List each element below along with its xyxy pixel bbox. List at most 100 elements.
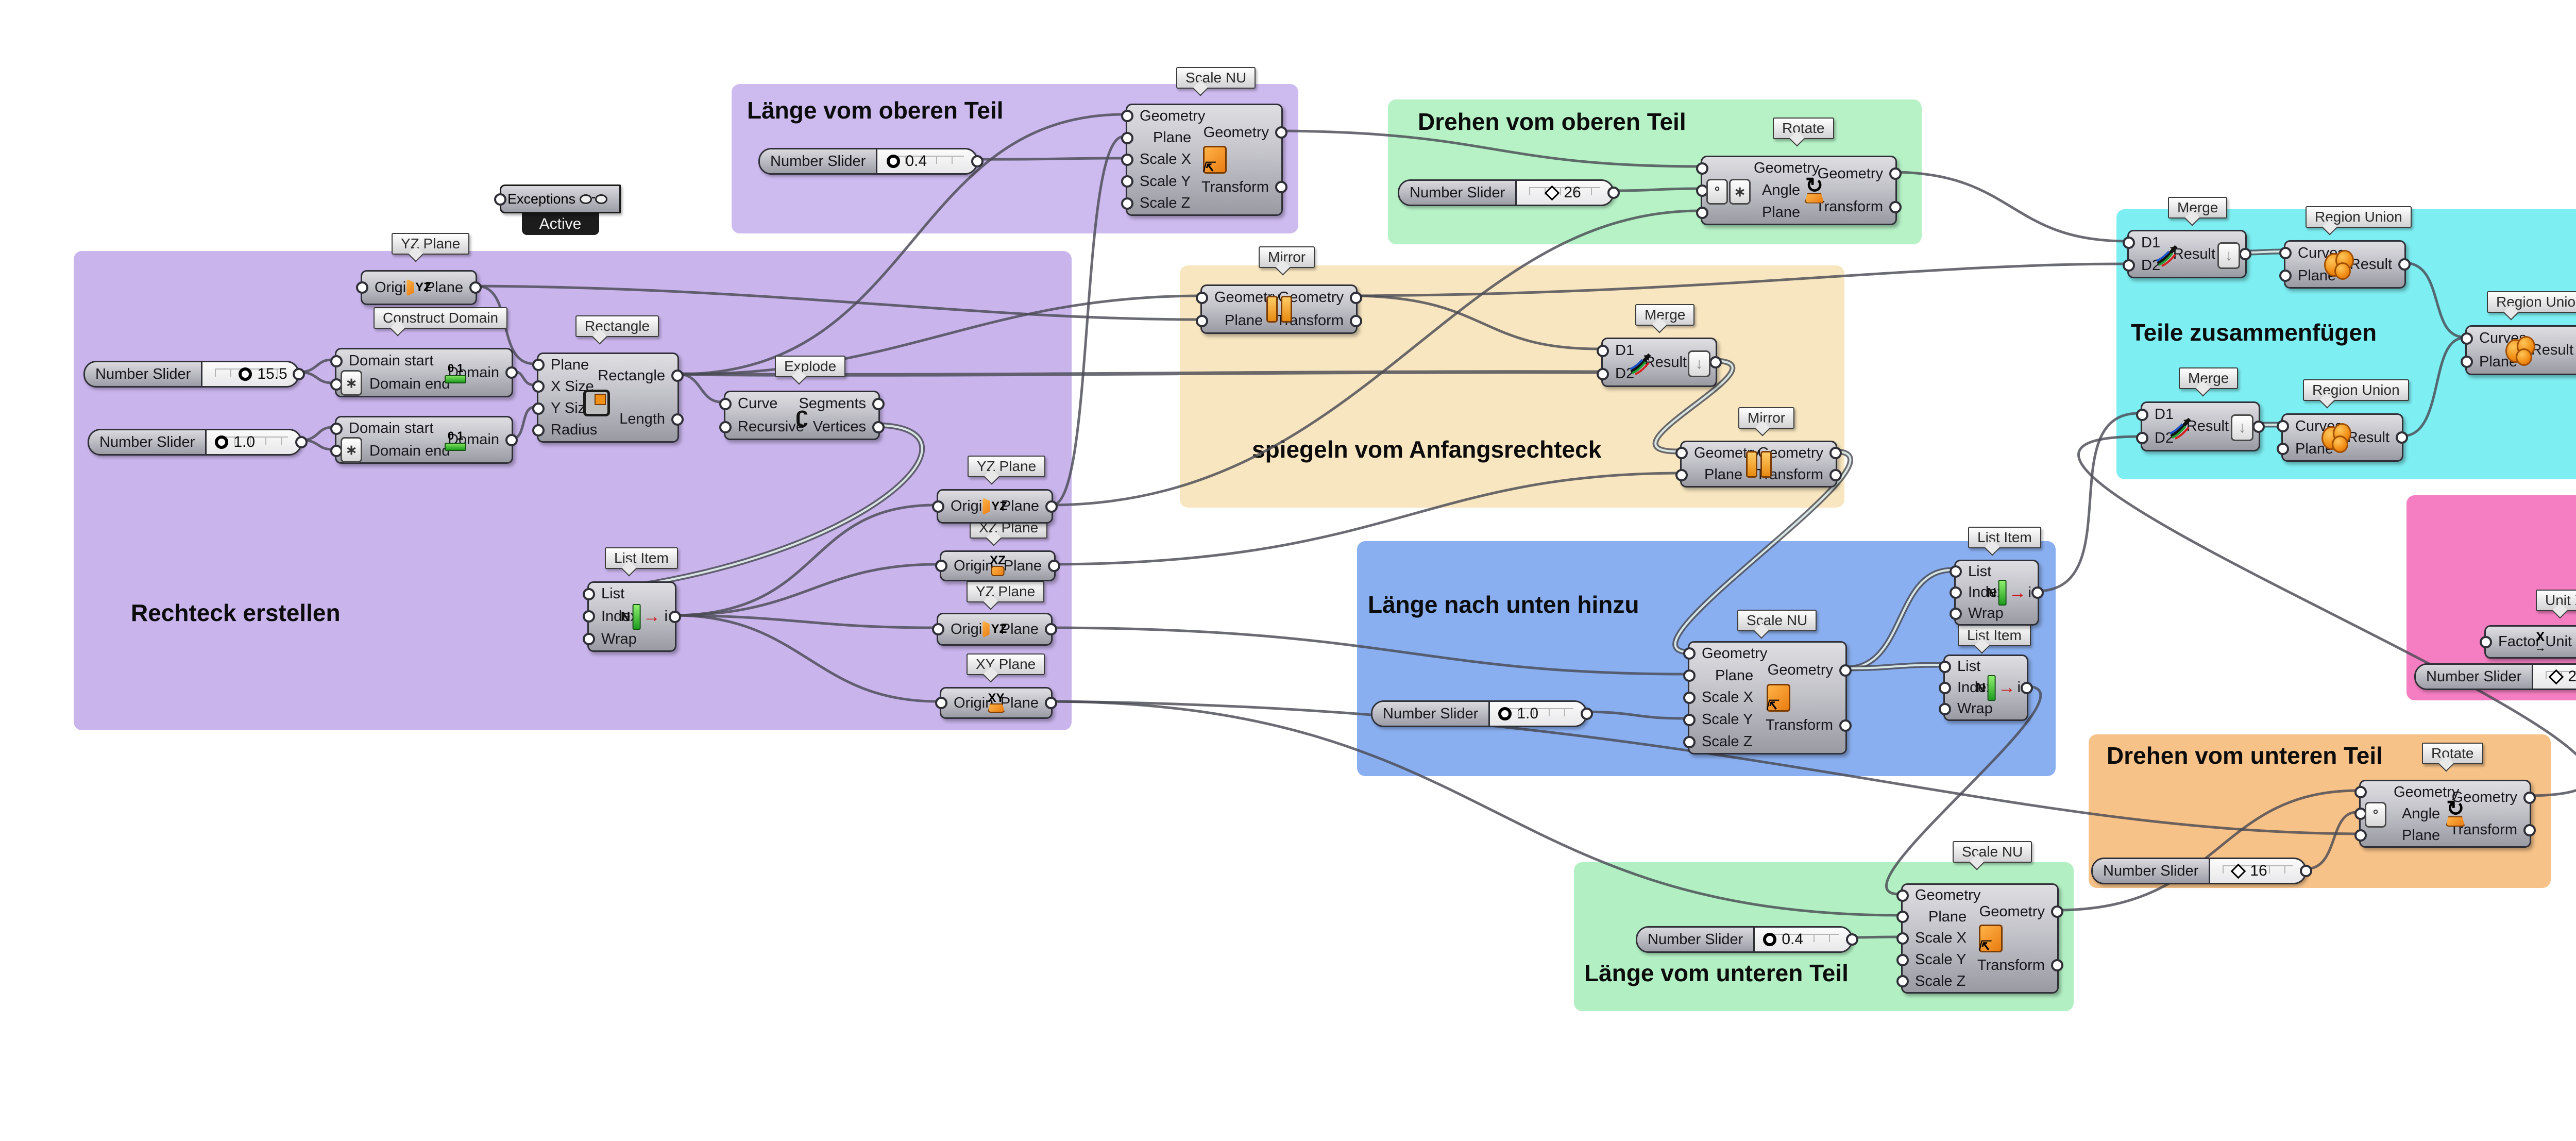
- scale-nu-node-top[interactable]: Geometry Plane Scale X Scale Y Scale Z G…: [1121, 104, 1287, 216]
- slider-handle[interactable]: [1763, 933, 1777, 946]
- output-port[interactable]: [1350, 291, 1362, 304]
- merge-arrow-button[interactable]: ↓: [2217, 242, 2240, 269]
- output-port[interactable]: [2031, 586, 2044, 599]
- input-port[interactable]: [583, 588, 595, 600]
- input-port[interactable]: [2354, 786, 2367, 798]
- merge-node-1[interactable]: D1 D2 Result ↓: [2123, 230, 2251, 278]
- output-port[interactable]: [971, 155, 984, 167]
- input-port[interactable]: [330, 355, 343, 367]
- output-port[interactable]: [1889, 200, 1902, 213]
- input-port[interactable]: [2279, 247, 2292, 259]
- input-port[interactable]: [1683, 735, 1696, 748]
- input-port[interactable]: [1597, 344, 1609, 357]
- input-port[interactable]: [2277, 420, 2289, 432]
- list-item-node-b1[interactable]: List Index Wrap i N→: [1950, 560, 2044, 626]
- output-port[interactable]: [1275, 181, 1287, 193]
- expression-icon[interactable]: ∗: [1729, 179, 1751, 205]
- input-port[interactable]: [494, 193, 506, 206]
- input-port[interactable]: [532, 424, 545, 437]
- merge-arrow-button[interactable]: ↓: [1688, 350, 1710, 377]
- slider-track[interactable]: 26: [1517, 181, 1613, 205]
- expression-icon[interactable]: ∗: [341, 437, 362, 463]
- output-port[interactable]: [669, 610, 681, 623]
- input-port[interactable]: [1121, 175, 1133, 188]
- output-port[interactable]: [2523, 824, 2536, 836]
- output-port[interactable]: [1839, 719, 1852, 732]
- input-port[interactable]: [532, 359, 545, 372]
- rectangle-node[interactable]: Plane X Size Y Size Radius Rectangle Len…: [532, 353, 684, 443]
- output-port[interactable]: [2252, 420, 2265, 433]
- output-port[interactable]: [1045, 697, 1057, 709]
- merge-node-orange[interactable]: D1 D2 Result ↓: [1597, 338, 1722, 387]
- input-port[interactable]: [2136, 432, 2148, 445]
- input-port[interactable]: [1896, 975, 1909, 988]
- input-port[interactable]: [1675, 468, 1688, 481]
- output-port[interactable]: [2300, 865, 2312, 877]
- input-port[interactable]: [1950, 565, 1962, 578]
- region-union-node-3[interactable]: Curves Plane Result: [2461, 325, 2576, 375]
- rotate-node-bottom[interactable]: Geometry Angle Plane Geometry Transform …: [2354, 780, 2536, 848]
- yz-plane-node-1[interactable]: Origin Plane YZ: [356, 270, 482, 305]
- output-port[interactable]: [1846, 933, 1858, 946]
- slider-track[interactable]: 0.4: [1755, 928, 1851, 951]
- input-port[interactable]: [1675, 447, 1688, 460]
- output-port[interactable]: [1581, 708, 1593, 720]
- output-port[interactable]: [293, 368, 305, 380]
- input-port[interactable]: [1196, 291, 1208, 304]
- output-port[interactable]: [671, 413, 684, 426]
- input-port[interactable]: [1196, 314, 1208, 327]
- output-port[interactable]: [2051, 959, 2063, 971]
- slider-track[interactable]: 0.4: [877, 149, 976, 173]
- output-port[interactable]: [1839, 664, 1852, 677]
- exceptions-state-tag[interactable]: Active: [521, 213, 599, 235]
- yz-plane-node-2[interactable]: Origin Plane YZ: [932, 489, 1058, 524]
- input-port[interactable]: [583, 610, 595, 623]
- slider-track[interactable]: 1.0: [1490, 702, 1586, 726]
- output-port[interactable]: [1709, 356, 1722, 368]
- output-port[interactable]: [2396, 431, 2408, 444]
- slider-handle[interactable]: [239, 367, 252, 381]
- slider-handle[interactable]: [1498, 707, 1512, 720]
- input-port[interactable]: [532, 380, 545, 393]
- output-port[interactable]: [1350, 314, 1362, 327]
- input-port[interactable]: [719, 421, 732, 433]
- group-rechteck[interactable]: Rechteck erstellen: [74, 251, 1072, 730]
- output-port[interactable]: [671, 370, 684, 382]
- input-port[interactable]: [1939, 702, 1951, 715]
- input-port[interactable]: [2123, 259, 2135, 272]
- explode-node[interactable]: Curve Recursive Segments Vertices ʗ: [719, 391, 885, 440]
- number-slider-domain-y[interactable]: Number Slider 1.0: [88, 429, 308, 456]
- input-port[interactable]: [1939, 660, 1951, 673]
- slider-handle[interactable]: [215, 435, 229, 449]
- input-port[interactable]: [1939, 681, 1951, 694]
- input-port[interactable]: [1683, 713, 1696, 726]
- input-port[interactable]: [2461, 332, 2473, 345]
- xz-plane-node[interactable]: Origin Plane XZ: [935, 550, 1060, 581]
- input-port[interactable]: [1696, 206, 1708, 219]
- input-port[interactable]: [932, 500, 944, 513]
- list-item-node-1[interactable]: List Index Wrap i N→: [583, 581, 681, 652]
- degree-icon[interactable]: °: [1706, 179, 1728, 205]
- output-port[interactable]: [872, 397, 885, 410]
- output-port[interactable]: [1275, 126, 1287, 139]
- number-slider-scale-mid[interactable]: Number Slider 1.0: [1371, 700, 1593, 727]
- construct-domain-node-2[interactable]: Domain start Domain end Domain ∗ 0 1: [330, 416, 518, 464]
- output-port[interactable]: [295, 436, 308, 448]
- number-slider-domain-x[interactable]: Number Slider 15.5: [83, 361, 305, 388]
- input-port[interactable]: [356, 281, 368, 294]
- scale-nu-node-green[interactable]: Geometry Plane Scale X Scale Y Scale Z G…: [1896, 883, 2063, 994]
- yz-plane-node-3[interactable]: Origin Plane YZ: [932, 613, 1057, 646]
- input-port[interactable]: [1896, 889, 1909, 902]
- output-port[interactable]: [1607, 187, 1620, 199]
- number-slider-scale-top[interactable]: Number Slider 0.4: [758, 148, 984, 175]
- input-port[interactable]: [1896, 911, 1909, 924]
- input-port[interactable]: [1696, 162, 1708, 175]
- output-port[interactable]: [1045, 500, 1058, 513]
- output-port[interactable]: [469, 281, 482, 294]
- list-item-node-b2[interactable]: List Index Wrap i N→: [1939, 655, 2033, 721]
- output-port[interactable]: [1045, 623, 1057, 635]
- merge-node-2[interactable]: D1 D2 Result ↓: [2136, 401, 2265, 451]
- input-port[interactable]: [1896, 953, 1909, 966]
- input-port[interactable]: [2480, 635, 2492, 648]
